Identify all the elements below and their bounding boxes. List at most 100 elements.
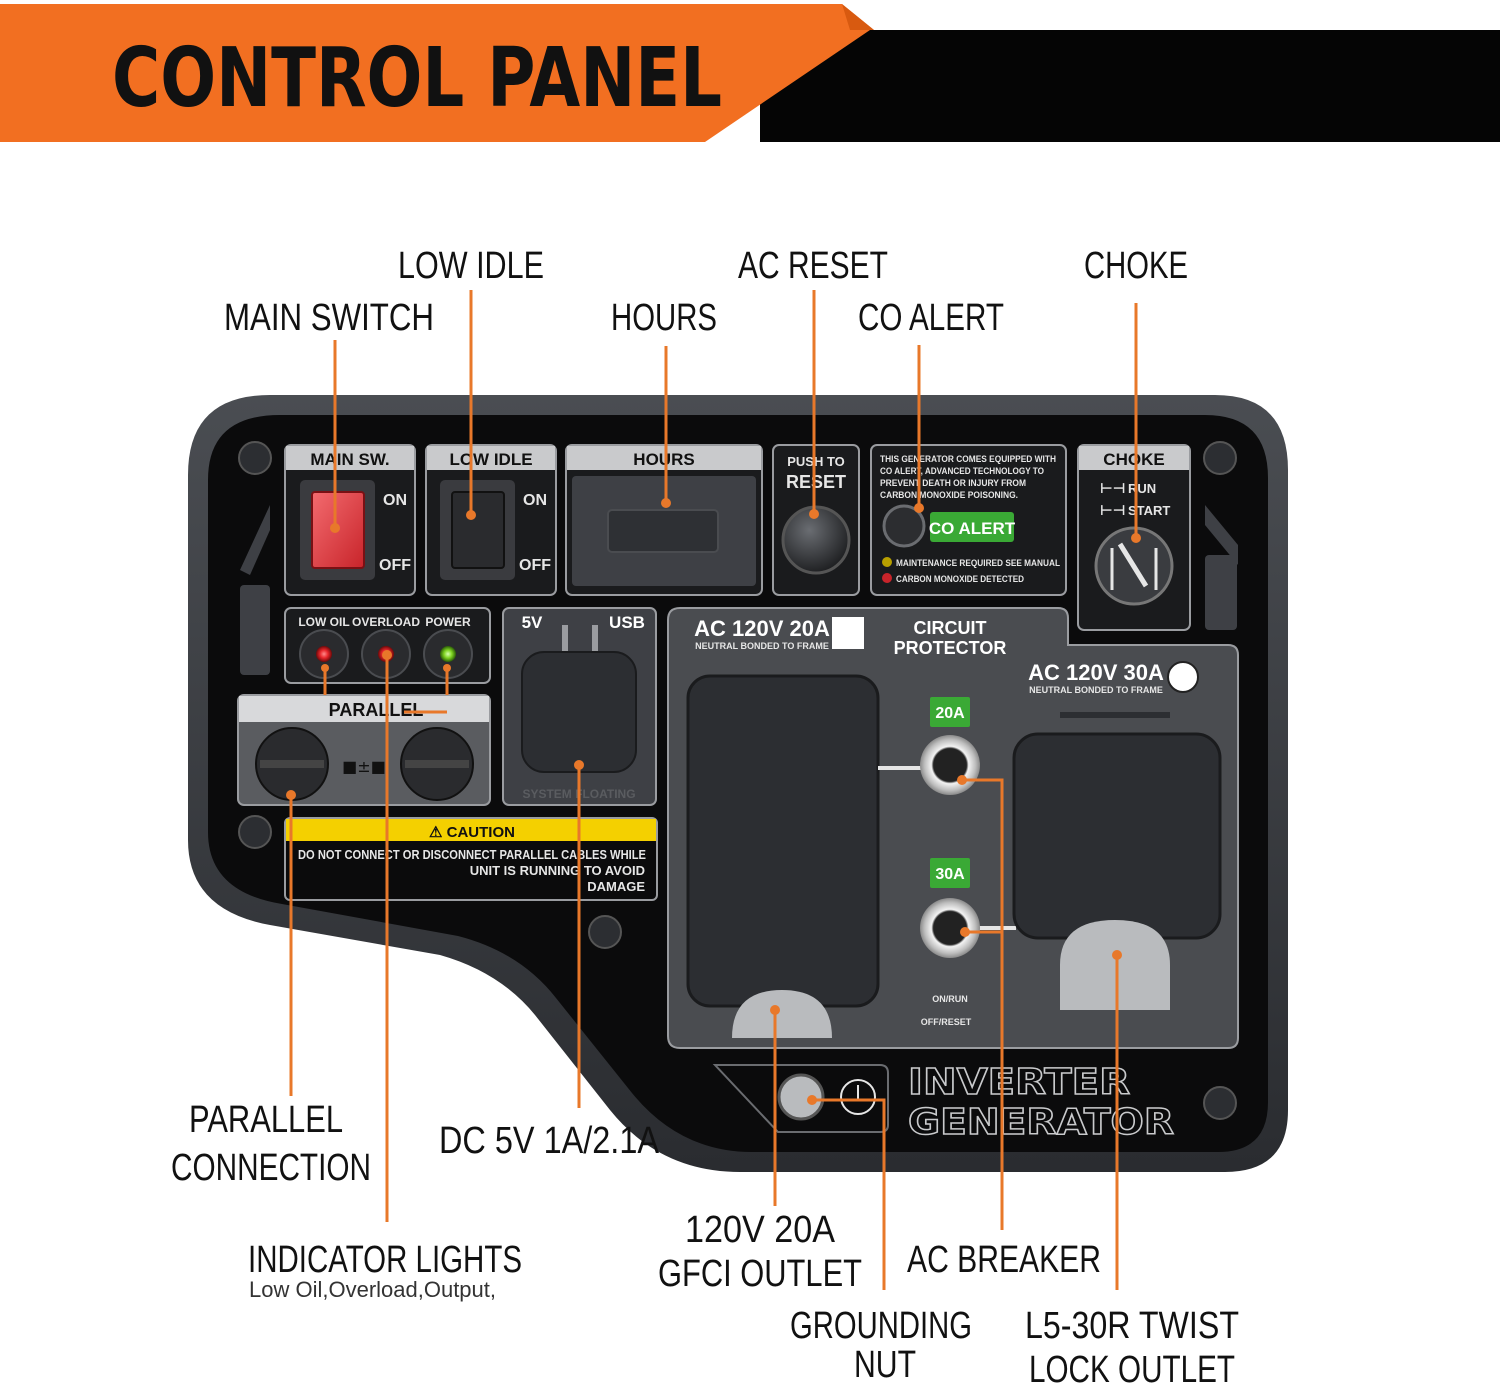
- ac20-title: AC 120V 20A: [694, 616, 830, 641]
- co-maintenance-led: [882, 557, 892, 567]
- callout-ac-reset: AC RESET: [738, 245, 888, 287]
- callout-parallel-line-2: CONNECTION: [171, 1147, 371, 1189]
- breaker-20a-badge: [930, 697, 970, 727]
- co-sensor: [882, 504, 926, 548]
- grounding-nut[interactable]: [777, 1073, 825, 1121]
- ac20-subtitle: NEUTRAL BONDED TO FRAME: [695, 641, 829, 651]
- main-switch-box: MAIN SW. ON OFF: [284, 444, 416, 596]
- callout-grounding-line-1: GROUNDING: [790, 1305, 972, 1347]
- ground-symbol-icon: [840, 1079, 876, 1115]
- ac30-title: AC 120V 30A: [1028, 660, 1164, 685]
- twist-lock-outlet-cover[interactable]: [1012, 732, 1222, 940]
- off-reset-label: OFF/RESET: [921, 1017, 972, 1027]
- co-alert-badge: [930, 512, 1014, 542]
- banner-accent: [842, 4, 874, 30]
- ac30-subtitle: NEUTRAL BONDED TO FRAME: [1029, 685, 1163, 695]
- usb-cover[interactable]: [521, 651, 637, 773]
- co-notice-line-1: THIS GENERATOR COMES EQUIPPED WITH: [880, 454, 1056, 464]
- breaker-20a-button[interactable]: [920, 735, 980, 795]
- usb-label: USB: [609, 613, 645, 632]
- callout-indicator-lights: INDICATOR LIGHTS: [248, 1239, 522, 1281]
- indicator-lights-box: LOW OIL OVERLOAD POWER: [284, 607, 491, 684]
- ac-outlet-panel: AC 120V 20A NEUTRAL BONDED TO FRAME CIRC…: [667, 607, 1239, 1049]
- ac-reset-box: PUSH TO RESET: [772, 444, 860, 596]
- left-slot-upper: [240, 505, 270, 575]
- main-switch-label: MAIN SW.: [310, 450, 389, 469]
- power-led: [440, 646, 456, 662]
- breaker-30a-label: 30A: [935, 866, 965, 883]
- breaker-30a-badge: [930, 858, 970, 888]
- callout-low-idle: LOW IDLE: [398, 245, 544, 287]
- parallel-label: PARALLEL: [329, 700, 424, 720]
- low-idle-rocker[interactable]: [451, 491, 505, 569]
- leader-ac-breaker: [962, 778, 1004, 1230]
- caution-label-box: ⚠ CAUTION DO NOT CONNECT OR DISCONNECT P…: [284, 817, 658, 901]
- twist-lock-icon: [1167, 661, 1199, 693]
- callout-l530-line-1: L5-30R TWIST: [1025, 1305, 1239, 1347]
- low-idle-box: LOW IDLE ON OFF: [425, 444, 557, 596]
- left-slot-lower: [240, 585, 270, 675]
- brand-line-2: GENERATOR: [908, 1102, 1174, 1143]
- power-label: POWER: [425, 615, 471, 629]
- co-notice-line-4: CARBON MONOXIDE POISONING.: [880, 490, 1018, 500]
- breaker-20a-label: 20A: [935, 705, 965, 722]
- banner-orange-block: [0, 4, 874, 142]
- caution-line-1: DO NOT CONNECT OR DISCONNECT PARALLEL CA…: [298, 847, 646, 862]
- grounding-area: [712, 1064, 889, 1133]
- co-alert-badge-text: CO ALERT: [929, 519, 1016, 538]
- usb-5v-label: 5V: [522, 613, 543, 632]
- caution-title: ⚠ CAUTION: [429, 824, 515, 841]
- callout-choke: CHOKE: [1084, 245, 1188, 287]
- right-slot-upper: [1205, 505, 1238, 565]
- callout-hours: HOURS: [611, 297, 717, 339]
- callout-ac-breaker: AC BREAKER: [907, 1239, 1101, 1281]
- low-idle-label: LOW IDLE: [449, 450, 532, 469]
- on-run-label: ON/RUN: [932, 994, 968, 1004]
- parallel-symbol-icon: ■±■: [342, 757, 386, 776]
- hours-label: HOURS: [633, 450, 694, 469]
- circuit-protector-line-2: PROTECTOR: [894, 638, 1007, 658]
- choke-start-label: START: [1128, 503, 1170, 518]
- caution-line-3: DAMAGE: [587, 879, 645, 894]
- header-banner: CONTROL PANEL: [0, 0, 1500, 142]
- co-detected-text: CARBON MONOXIDE DETECTED: [896, 574, 1024, 584]
- low-oil-label: LOW OIL: [298, 615, 349, 629]
- callout-indicator-sub: Low Oil,Overload,Output,: [249, 1277, 496, 1302]
- choke-label: CHOKE: [1103, 450, 1164, 469]
- callout-gfci-line-2: GFCI OUTLET: [658, 1253, 862, 1295]
- banner-black-bar: [760, 30, 1500, 142]
- co-maintenance-text: MAINTENANCE REQUIRED SEE MANUAL: [896, 558, 1060, 568]
- push-to-label: PUSH TO: [787, 454, 845, 469]
- caution-line-2: UNIT IS RUNNING TO AVOID: [470, 863, 645, 878]
- choke-knob-pointer: [1117, 542, 1149, 588]
- gfci-outlet-cover[interactable]: [686, 674, 880, 1008]
- twist-lock-hinge: [1060, 920, 1170, 1010]
- usb-box: 5V USB SYSTEM FLOATING: [502, 607, 657, 806]
- breaker-30a-button[interactable]: [920, 898, 980, 958]
- page-title: CONTROL PANEL: [112, 31, 722, 126]
- callout-parallel-line-1: PARALLEL: [189, 1099, 343, 1141]
- ac-reset-button[interactable]: [781, 505, 851, 575]
- main-switch-off-label: OFF: [379, 557, 411, 574]
- brand-line-1: INVERTER: [908, 1062, 1130, 1103]
- leader-grounding: [812, 1098, 886, 1290]
- leader-lines: [289, 290, 1138, 1290]
- callout-labels: LOW IDLE MAIN SWITCH HOURS AC RESET CO A…: [171, 245, 1239, 1386]
- co-detected-led: [882, 573, 892, 583]
- hours-meter-box: HOURS: [565, 444, 763, 596]
- callout-grounding-line-2: NUT: [854, 1344, 916, 1386]
- low-oil-led: [316, 646, 332, 662]
- right-slot-lower: [1205, 555, 1237, 630]
- parallel-box: PARALLEL ■±■: [237, 694, 491, 806]
- low-idle-on-label: ON: [523, 492, 547, 509]
- co-notice-line-3: PREVENT DEATH OR INJURY FROM: [880, 478, 1026, 488]
- co-notice-line-2: CO ALERT, ADVANCED TECHNOLOGY TO: [880, 466, 1044, 476]
- reset-label: RESET: [786, 472, 846, 492]
- callout-co-alert: CO ALERT: [858, 297, 1004, 339]
- choke-run-label: RUN: [1128, 481, 1156, 496]
- callout-dc-usb: DC 5V 1A/2.1A: [439, 1120, 660, 1162]
- main-switch-on-label: ON: [383, 492, 407, 509]
- callout-gfci-line-1: 120V 20A: [685, 1209, 836, 1251]
- warning-icon: ⚠: [429, 824, 447, 841]
- circuit-protector-line-1: CIRCUIT: [914, 618, 987, 638]
